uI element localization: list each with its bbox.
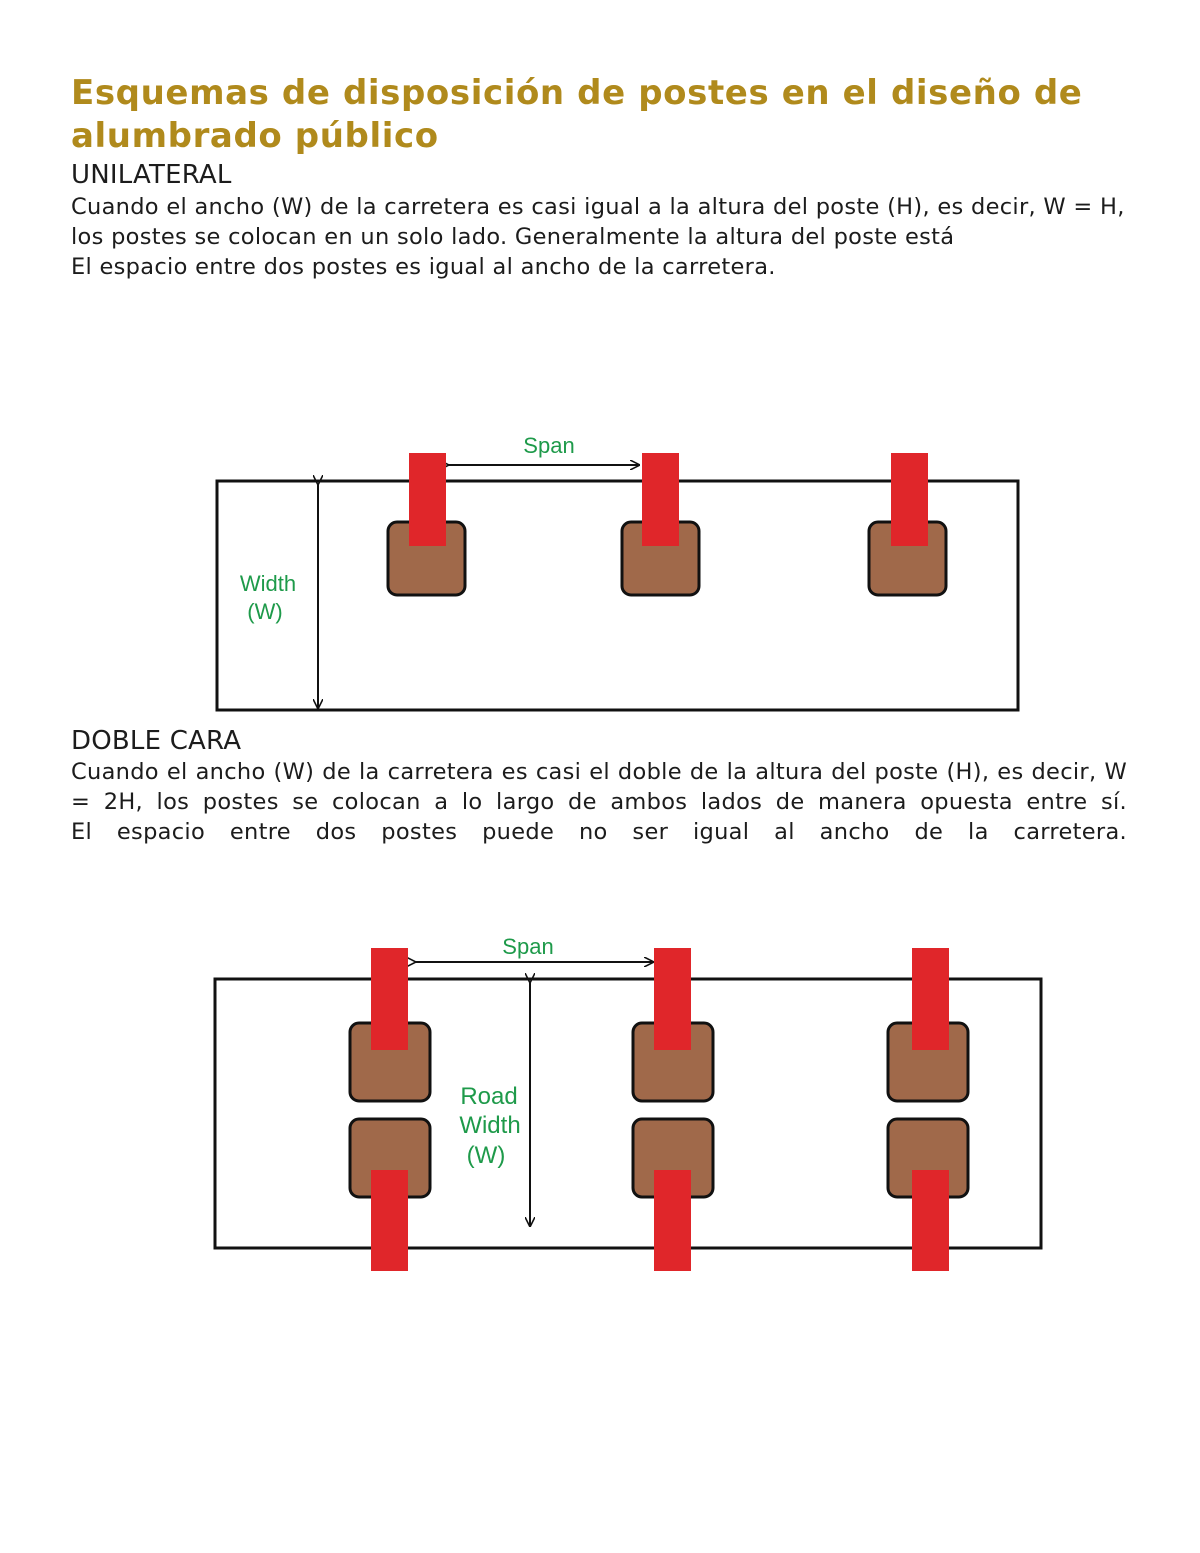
unilateral-paragraph-2: El espacio entre dos postes es igual al … [71,254,776,280]
pole-arm-bottom [912,1170,949,1271]
span-label: Span [502,934,553,959]
pole-arm [409,453,446,546]
doble-cara-diagram: Span Road Width (W) [213,934,1043,1271]
pole-2 [620,453,701,597]
page-title: Esquemas de disposición de postes en el … [71,73,1083,156]
pole-arm-top [912,948,949,1050]
width-label-line2: Width [459,1112,520,1139]
pole-pair-2 [631,948,715,1271]
unilateral-paragraph-1: Cuando el ancho (W) de la carretera es c… [71,194,1125,250]
section-heading-unilateral: UNILATERAL [71,160,232,190]
width-label-line2: (W) [247,599,282,624]
pole-1 [386,453,467,597]
pole-arm [891,453,928,546]
span-label: Span [523,433,574,458]
unilateral-diagram: Span Width (W) [215,433,1020,712]
pole-arm-bottom [371,1170,408,1271]
width-label-line1: Road [460,1083,517,1110]
doble-cara-description: Cuando el ancho (W) de la carretera es c… [71,757,1127,847]
pole-arm-top [371,948,408,1050]
pole-3 [867,453,948,597]
doble-cara-paragraph-2: El espacio entre dos postes puede no ser… [71,819,1127,845]
road-outline [213,977,1043,1250]
pole-arm-top [654,948,691,1050]
doble-cara-paragraph-1: Cuando el ancho (W) de la carretera es c… [71,759,1127,815]
pole-pair-3 [886,948,970,1271]
width-label-line3: (W) [467,1142,506,1169]
pole-pair-1 [348,948,432,1271]
pole-arm [642,453,679,546]
section-heading-doble-cara: DOBLE CARA [71,726,242,756]
pole-arm-bottom [654,1170,691,1271]
unilateral-description: Cuando el ancho (W) de la carretera es c… [71,192,1127,282]
width-label-line1: Width [240,571,296,596]
road-outline [215,479,1020,712]
